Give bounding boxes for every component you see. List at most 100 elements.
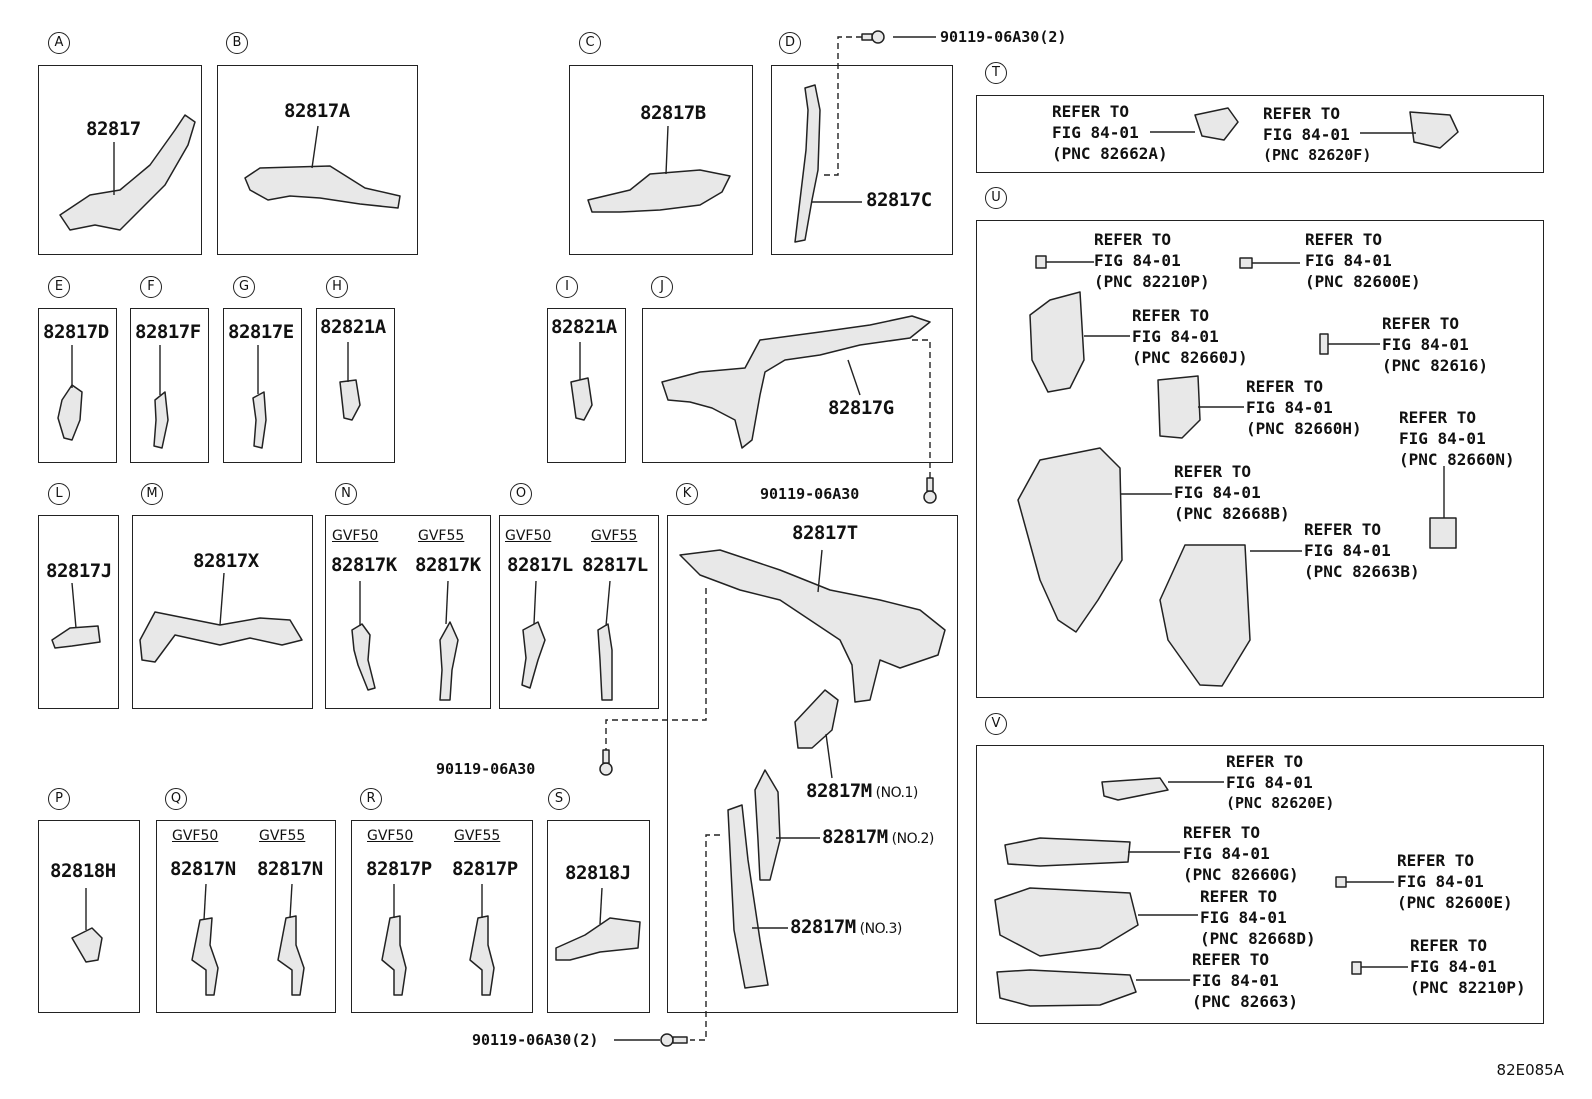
panel-l <box>38 515 119 709</box>
part-82663b-shape <box>1159 544 1251 687</box>
part-82821a-i-shape <box>570 377 593 421</box>
part-82817p-1-shape <box>381 915 407 996</box>
panel-n <box>325 515 491 709</box>
part-82817d-shape <box>57 384 83 441</box>
part-number-82817f: 82817F <box>135 321 201 343</box>
part-82817a-shape <box>244 165 401 209</box>
panel-m <box>132 515 313 709</box>
part-number-82817d: 82817D <box>43 321 109 343</box>
part-82660n-shape <box>1429 517 1457 549</box>
part-number-82817m-no3: 82817M(NO.3) <box>790 916 902 938</box>
part-82817l-2-shape <box>597 623 613 701</box>
panel-letter-h: H <box>326 276 348 298</box>
panel-letter-m: M <box>141 483 163 505</box>
variant-r-gvf50: GVF50 <box>367 828 414 844</box>
bolt-label-top: 90119-06A30(2) <box>940 28 1067 46</box>
part-number-82821a-i: 82821A <box>551 316 617 338</box>
part-82210p-u-shape <box>1035 255 1047 269</box>
no3-label: (NO.3) <box>859 921 903 937</box>
part-82817t-shape <box>679 549 946 703</box>
part-number-82817m-no1: 82817M(NO.1) <box>806 780 918 802</box>
part-number-82817p-1: 82817P <box>366 858 432 880</box>
part-number-82817g: 82817G <box>828 397 894 419</box>
part-82817g-shape <box>661 315 931 449</box>
bolt-label-bottom: 90119-06A30(2) <box>472 1031 599 1049</box>
no1-label: (NO.1) <box>875 785 919 801</box>
panel-letter-j: J <box>651 276 673 298</box>
part-82210p-v-shape <box>1351 961 1362 975</box>
no2-label: (NO.2) <box>891 831 935 847</box>
part-82817c-shape <box>794 84 821 243</box>
part-82620f-shape <box>1409 111 1459 149</box>
part-number-82817n-2: 82817N <box>257 858 323 880</box>
variant-o-gvf50: GVF50 <box>505 528 552 544</box>
part-82817f-shape <box>153 391 169 449</box>
part-number-82818h: 82818H <box>50 860 116 882</box>
part-number-82817p-2: 82817P <box>452 858 518 880</box>
part-number-82817x: 82817X <box>193 550 259 572</box>
part-number-82817t: 82817T <box>792 522 858 544</box>
panel-c <box>569 65 753 255</box>
panel-letter-k: K <box>676 483 698 505</box>
panel-letter-e: E <box>48 276 70 298</box>
variant-r-gvf55: GVF55 <box>454 828 501 844</box>
part-82660g-shape <box>1004 837 1131 867</box>
panel-letter-p: P <box>48 788 70 810</box>
panel-f <box>130 308 209 463</box>
part-82817p-2-shape <box>469 915 495 996</box>
part-82817n-1-shape <box>191 917 219 996</box>
part-82817m-3-shape <box>727 804 769 989</box>
panel-r <box>351 820 533 1013</box>
part-number-82817j: 82817J <box>46 560 112 582</box>
part-82817e-shape <box>252 391 267 449</box>
part-82662a-shape <box>1194 107 1239 141</box>
bolt-label-middle-left: 90119-06A30 <box>436 760 536 778</box>
part-82620e-shape <box>1101 777 1169 801</box>
part-number-82817k-2: 82817K <box>415 554 481 576</box>
part-number-82817e: 82817E <box>228 321 294 343</box>
part-82818j-shape <box>555 917 641 961</box>
part-number-82817c: 82817C <box>866 189 932 211</box>
panel-p <box>38 820 140 1013</box>
panel-q <box>156 820 336 1013</box>
part-82663-shape <box>996 969 1137 1007</box>
variant-n-gvf55: GVF55 <box>418 528 465 544</box>
part-number-82817: 82817 <box>86 118 141 140</box>
panel-letter-a: A <box>48 32 70 54</box>
part-number-82818j: 82818J <box>565 862 631 884</box>
panel-letter-l: L <box>48 483 70 505</box>
part-number-82817b: 82817B <box>640 102 706 124</box>
diagram-code: 82E085A <box>1496 1061 1564 1079</box>
part-number-82817k-1: 82817K <box>331 554 397 576</box>
part-82817m-1-shape <box>794 689 839 749</box>
panel-b <box>217 65 418 255</box>
part-82817n-2-shape <box>277 915 305 996</box>
bolt-shapes <box>599 30 937 1047</box>
part-82668b-shape <box>1017 447 1123 633</box>
panel-e <box>38 308 117 463</box>
panel-s <box>547 820 650 1013</box>
part-82616-shape <box>1319 333 1329 355</box>
variant-o-gvf55: GVF55 <box>591 528 638 544</box>
part-82818h-shape <box>71 927 103 963</box>
part-82817m-2-shape <box>754 769 781 881</box>
variant-q-gvf55: GVF55 <box>259 828 306 844</box>
part-82817k-1-shape <box>351 623 376 691</box>
part-82817j-shape <box>51 625 101 649</box>
variant-n-gvf50: GVF50 <box>332 528 379 544</box>
part-82660j-shape <box>1029 291 1085 393</box>
part-number-82817a: 82817A <box>284 100 350 122</box>
